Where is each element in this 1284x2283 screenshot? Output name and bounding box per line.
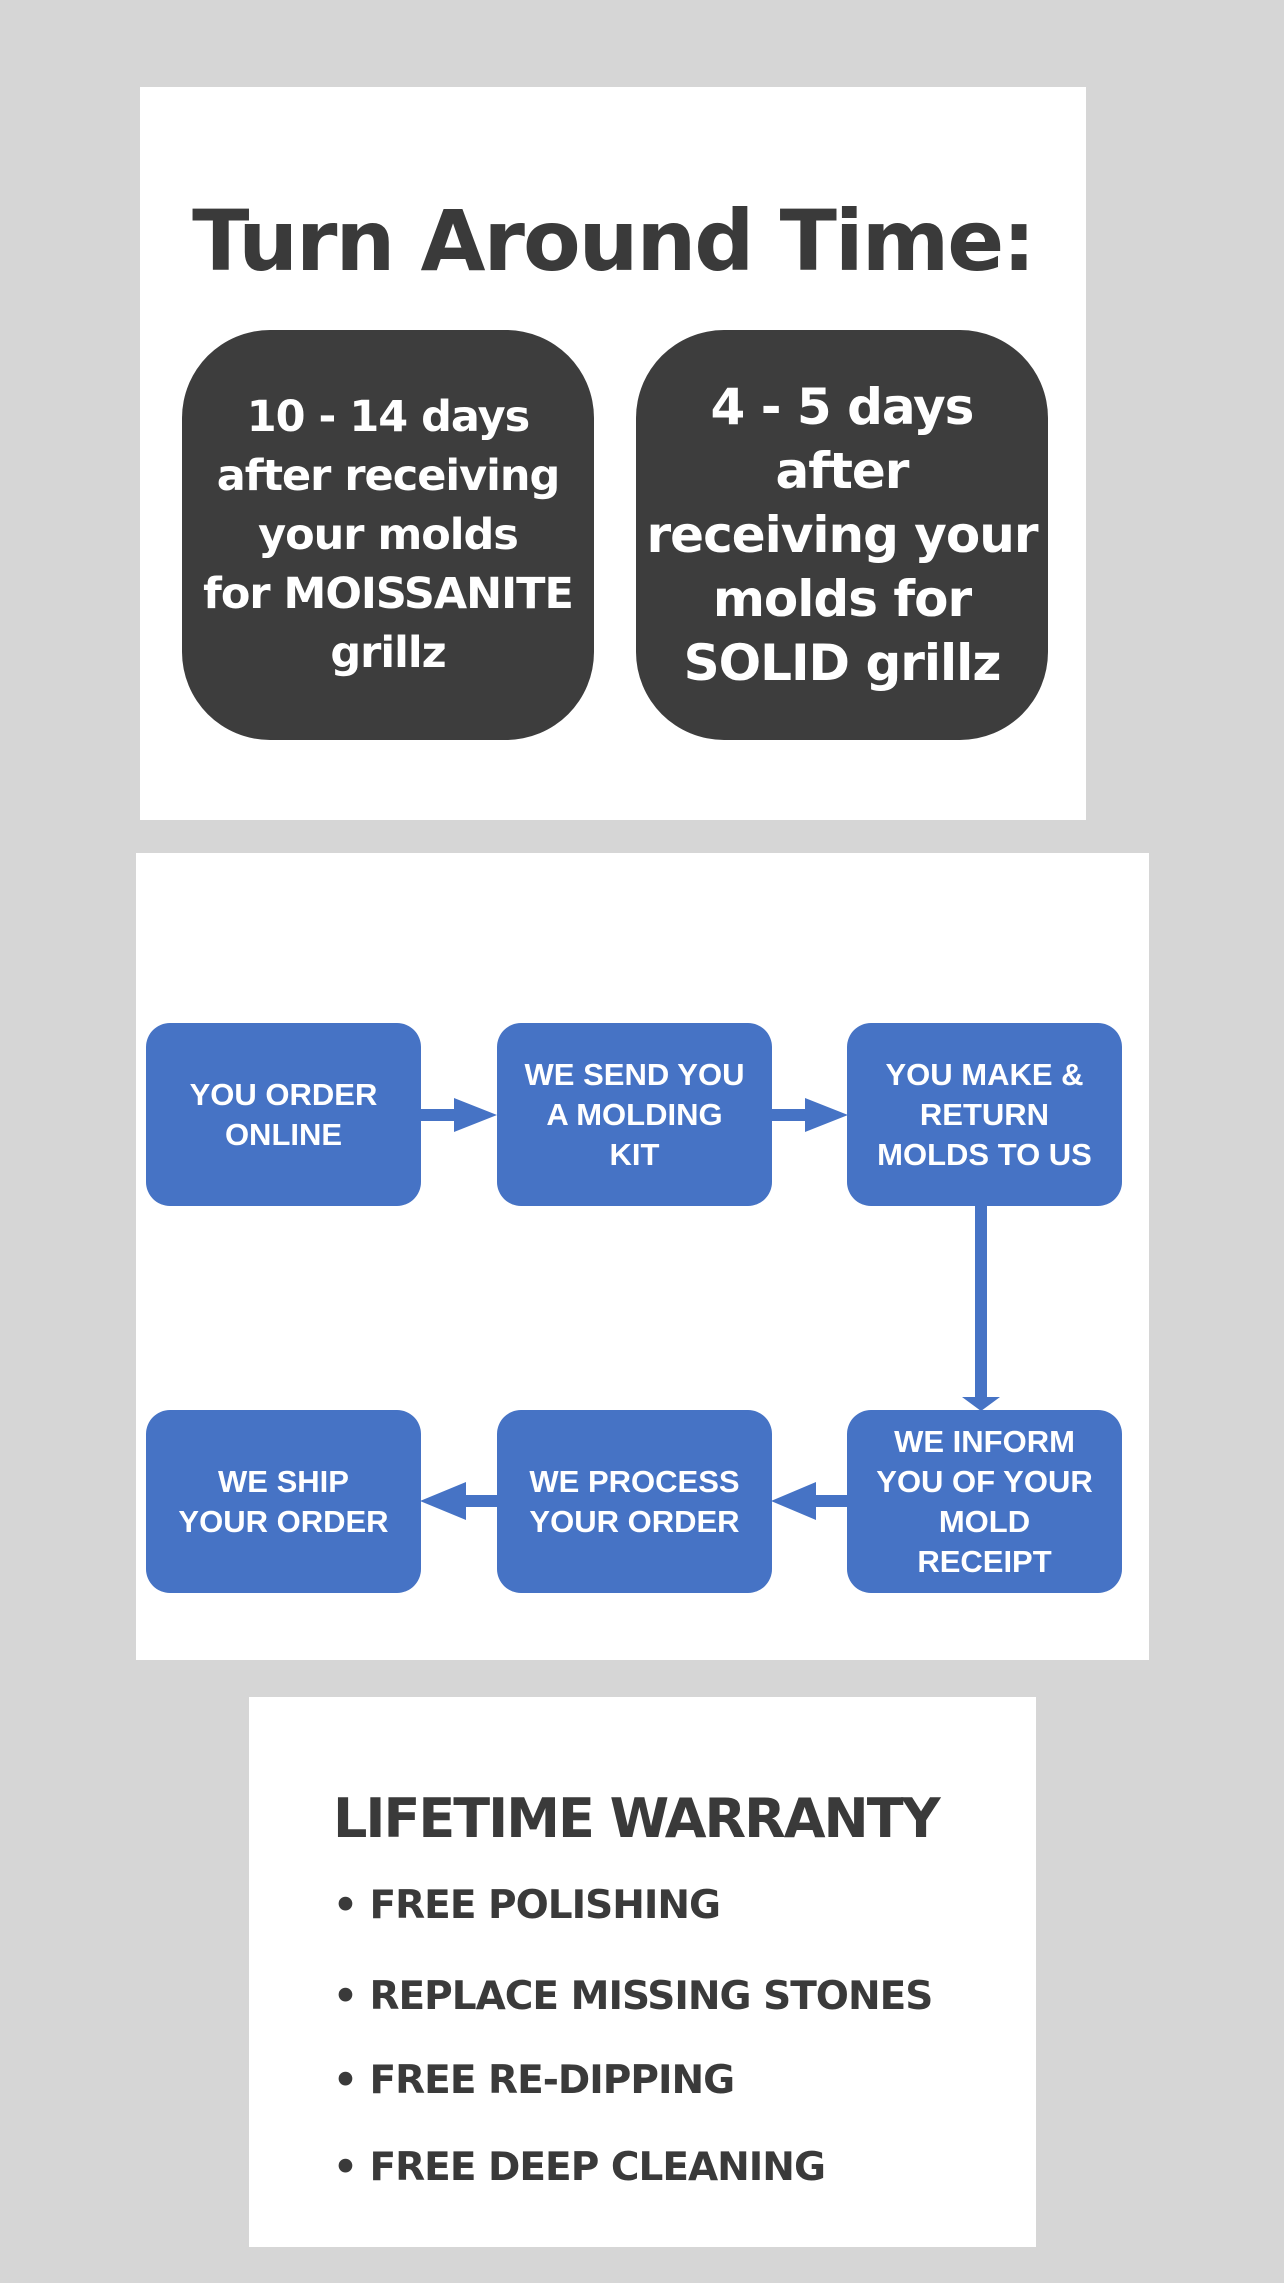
- turnaround-title: Turn Around Time:: [192, 192, 1036, 290]
- warranty-item: • FREE POLISHING: [333, 1883, 721, 1928]
- flow-arrows: [419, 1098, 1000, 1520]
- arrow-inform-to-process: [771, 1482, 848, 1520]
- solid-line: after: [775, 442, 910, 500]
- moissanite-turnaround-box: 10 - 14 days after receiving your molds …: [182, 330, 594, 740]
- turnaround-panel: Turn Around Time: 10 - 14 days after rec…: [140, 87, 1086, 820]
- step-label: YOUR ORDER: [529, 1503, 740, 1539]
- step-label: WE INFORM: [894, 1423, 1075, 1459]
- step-label: WE SEND YOU: [524, 1056, 745, 1092]
- arrow-process-to-ship: [420, 1482, 497, 1520]
- step-label: YOU MAKE &: [885, 1056, 1084, 1092]
- arrow-kit-to-molds: [770, 1098, 848, 1132]
- solid-line: SOLID grillz: [683, 634, 1002, 692]
- step-label: MOLDS TO US: [877, 1136, 1092, 1172]
- solid-turnaround-box: 4 - 5 days after receiving your molds fo…: [636, 330, 1048, 740]
- solid-line: receiving your: [646, 506, 1039, 564]
- step-inform-mold-receipt: WE INFORM YOU OF YOUR MOLD RECEIPT: [847, 1410, 1122, 1593]
- step-order-online: YOU ORDER ONLINE: [146, 1023, 421, 1206]
- warranty-item: • REPLACE MISSING STONES: [333, 1974, 933, 2019]
- step-label: YOU ORDER: [189, 1076, 378, 1112]
- warranty-item: • FREE RE-DIPPING: [333, 2058, 735, 2103]
- step-label: WE PROCESS: [529, 1463, 740, 1499]
- arrow-molds-to-inform: [962, 1205, 1000, 1411]
- step-return-molds: YOU MAKE & RETURN MOLDS TO US: [847, 1023, 1122, 1206]
- step-label: RETURN: [919, 1096, 1050, 1132]
- arrow-order-to-kit: [419, 1098, 497, 1132]
- moissanite-line: your molds: [258, 509, 519, 560]
- warranty-item: • FREE DEEP CLEANING: [333, 2145, 826, 2190]
- moissanite-line: for MOISSANITE: [203, 568, 574, 619]
- step-send-molding-kit: WE SEND YOU A MOLDING KIT: [497, 1023, 772, 1206]
- moissanite-line: grillz: [330, 627, 446, 678]
- step-label: RECEIPT: [917, 1543, 1052, 1579]
- solid-line: molds for: [712, 570, 972, 628]
- step-process-order: WE PROCESS YOUR ORDER: [497, 1410, 772, 1593]
- process-flow-panel: YOU ORDER ONLINE WE SEND YOU A MOLDING K…: [136, 853, 1149, 1660]
- warranty-panel: LIFETIME WARRANTY • FREE POLISHING • REP…: [249, 1697, 1036, 2247]
- step-ship-order: WE SHIP YOUR ORDER: [146, 1410, 421, 1593]
- moissanite-line: after receiving: [216, 450, 561, 501]
- solid-line: 4 - 5 days: [710, 378, 975, 436]
- step-label: YOUR ORDER: [178, 1503, 389, 1539]
- step-label: ONLINE: [224, 1116, 343, 1152]
- step-label: WE SHIP: [218, 1463, 349, 1499]
- step-label: KIT: [609, 1136, 660, 1172]
- warranty-title: LIFETIME WARRANTY: [333, 1787, 941, 1850]
- moissanite-line: 10 - 14 days: [246, 391, 531, 442]
- step-label: A MOLDING: [546, 1096, 723, 1132]
- step-label: YOU OF YOUR: [876, 1463, 1093, 1499]
- step-label: MOLD: [938, 1503, 1031, 1539]
